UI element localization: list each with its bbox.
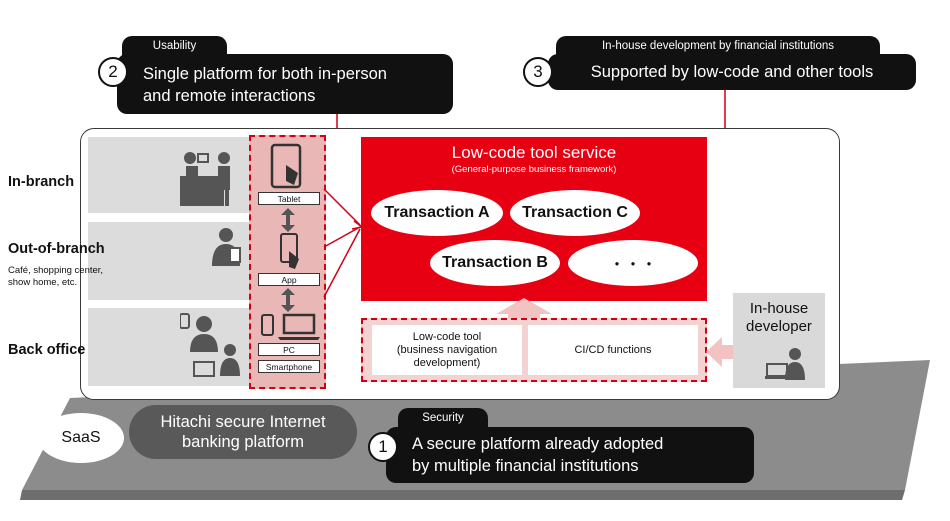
channel-out-of-branch-label: Out-of-branch [8, 241, 105, 257]
channel-in-branch-label: In-branch [8, 174, 75, 190]
transaction-b: Transaction B [430, 240, 560, 286]
lowcode-tool-line-1: Low-code tool [412, 330, 482, 343]
security-tag: Security [398, 408, 488, 428]
security-number-badge: 1 [368, 432, 398, 462]
tablet-icon [270, 143, 302, 189]
hitachi-platform-line-2: banking platform [182, 433, 304, 451]
updown-arrow-icon-2 [281, 288, 295, 312]
device-label-smartphone: Smartphone [258, 360, 320, 373]
security-text-line-1: A secure platform already adopted [412, 435, 664, 453]
saas-label: SaaS [38, 413, 124, 463]
channel-out-of-branch-sub-2: show home, etc. [8, 277, 78, 288]
usability-tag: Usability [122, 36, 227, 56]
up-arrow-icon [496, 298, 552, 322]
hitachi-platform-line-1: Hitachi secure Internet [160, 413, 326, 431]
inhouse-developer-line-2: developer [746, 318, 812, 335]
lowcode-service-title: Low-code tool service [451, 143, 617, 162]
left-arrow-icon [706, 337, 736, 367]
device-label-app: App [258, 273, 320, 286]
channel-back-office-label: Back office [8, 342, 86, 358]
transaction-more: ・・・ [568, 240, 698, 286]
transaction-c: Transaction C [510, 190, 640, 236]
usability-number-badge: 2 [98, 57, 128, 87]
teller-counter-icon [180, 152, 230, 206]
updown-arrow-icon [281, 208, 295, 232]
phone-app-icon [280, 233, 299, 269]
developer-laptop-icon [765, 348, 805, 380]
channel-out-of-branch-sub-1: Café, shopping center, [8, 265, 104, 276]
platform-edge [20, 490, 905, 500]
usability-text-line-2: and remote interactions [143, 87, 316, 105]
security-callout: A secure platform already adopted by mul… [386, 427, 754, 483]
lowcode-tool-line-2: (business navigation [396, 343, 498, 356]
inhouse-tag: In-house development by financial instit… [556, 36, 880, 56]
lowcode-tool-line-3: development) [413, 356, 481, 369]
back-office-worker-icon [180, 313, 240, 377]
usability-callout: Single platform for both in-person and r… [117, 54, 453, 114]
inhouse-callout: Supported by low-code and other tools [548, 54, 916, 90]
hitachi-platform-label: Hitachi secure Internet banking platform [129, 405, 357, 459]
device-label-pc: PC [258, 343, 320, 356]
pc-smartphone-icon [261, 313, 320, 340]
inhouse-developer-label: In-house developer [733, 300, 825, 336]
lowcode-tool-box: Low-code tool (business navigation devel… [372, 325, 522, 375]
inhouse-number-badge: 3 [523, 57, 553, 87]
inhouse-text: Supported by low-code and other tools [590, 62, 874, 81]
transaction-a: Transaction A [371, 190, 503, 236]
inhouse-developer-line-1: In-house [749, 300, 809, 317]
remote-advisor-icon [212, 228, 241, 266]
usability-text-line-1: Single platform for both in-person [143, 65, 387, 83]
security-text-line-2: by multiple financial institutions [412, 457, 639, 475]
inhouse-developer-box [733, 293, 825, 388]
device-label-tablet: Tablet [258, 192, 320, 205]
lowcode-service-subtitle: (General-purpose business framework) [451, 164, 617, 175]
cicd-box: CI/CD functions [528, 325, 698, 375]
